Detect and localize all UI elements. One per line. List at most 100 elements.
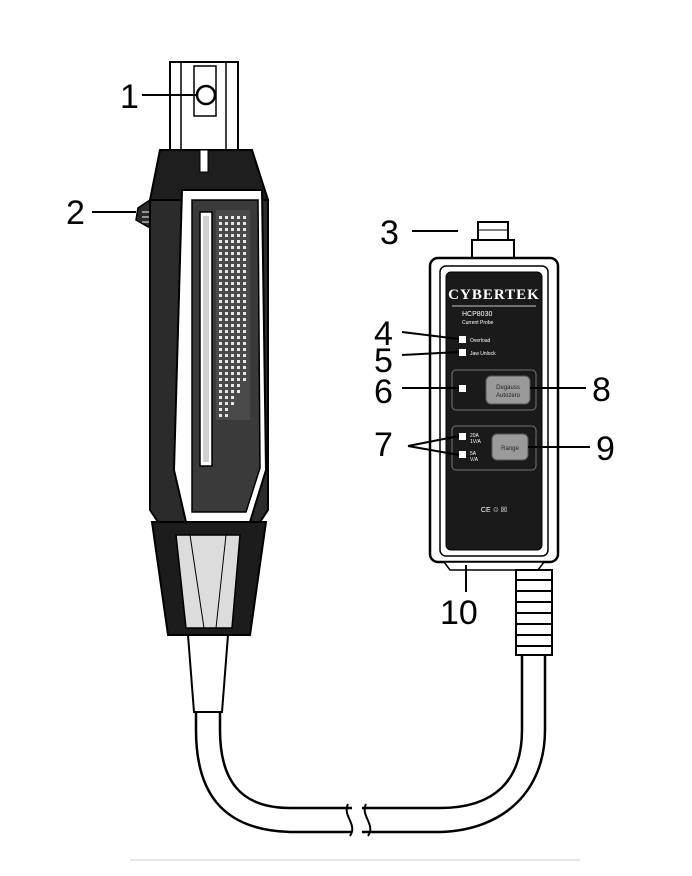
grip-dot (231, 288, 234, 291)
range-20a-label: 20A (470, 433, 480, 439)
grip-dot (243, 270, 246, 273)
grip-dot (231, 258, 234, 261)
grip-dot (243, 294, 246, 297)
grip-dot (237, 312, 240, 315)
grip-dot (237, 330, 240, 333)
grip-dot (243, 228, 246, 231)
grip-texture (219, 216, 246, 417)
grip-dot (225, 342, 228, 345)
grip-dot (237, 240, 240, 243)
grip-dot (231, 324, 234, 327)
grip-dot (237, 300, 240, 303)
grip-dot (225, 396, 228, 399)
grip-dot (231, 282, 234, 285)
callout-9: 9 (596, 430, 615, 468)
grip-dot (243, 276, 246, 279)
grip-dot (231, 390, 234, 393)
grip-dot (219, 402, 222, 405)
grip-dot (225, 318, 228, 321)
grip-dot (219, 240, 222, 243)
grip-dot (237, 348, 240, 351)
grip-dot (219, 342, 222, 345)
grip-dot (219, 312, 222, 315)
grip-dot (225, 252, 228, 255)
overload-led (459, 336, 466, 343)
grip-dot (231, 402, 234, 405)
grip-dot (225, 234, 228, 237)
callout-5: 5 (374, 342, 393, 380)
range-5a-led (459, 451, 466, 458)
grip-dot (237, 216, 240, 219)
grip-dot (243, 360, 246, 363)
grip-dot (231, 372, 234, 375)
grip-dot (225, 336, 228, 339)
grip-dot (231, 384, 234, 387)
degauss-autozero-button[interactable] (485, 375, 531, 405)
grip-dot (219, 294, 222, 297)
grip-dot (243, 312, 246, 315)
control-box (428, 221, 560, 656)
certification-marks: CE ♲ ☒ (481, 506, 507, 514)
jaw-slider (135, 198, 151, 230)
strain-relief-ribs (516, 579, 552, 647)
grip-dot (225, 306, 228, 309)
grip-dot (243, 342, 246, 345)
grip-dot (237, 282, 240, 285)
jaw-hole (195, 84, 217, 106)
grip-dot (219, 276, 222, 279)
grip-dot (225, 246, 228, 249)
grip-dot (219, 246, 222, 249)
grip-dot (219, 318, 222, 321)
grip-dot (225, 282, 228, 285)
grip-dot (231, 240, 234, 243)
probe-head (135, 61, 270, 713)
grip-dot (225, 270, 228, 273)
callout-2: 2 (66, 194, 85, 232)
grip-dot (231, 318, 234, 321)
grip-dot (237, 324, 240, 327)
grip-dot (237, 372, 240, 375)
grip-dot (219, 258, 222, 261)
grip-dot (231, 378, 234, 381)
grip-dot (219, 300, 222, 303)
callout-6: 6 (374, 373, 393, 411)
grip-dot (219, 216, 222, 219)
grip-dot (219, 360, 222, 363)
grip-dot (225, 294, 228, 297)
grip-dot (219, 252, 222, 255)
grip-dot (243, 330, 246, 333)
grip-dot (243, 240, 246, 243)
grip-dot (219, 306, 222, 309)
grip-dot (219, 234, 222, 237)
grip-dot (219, 372, 222, 375)
grip-dot (225, 372, 228, 375)
grip-dot (225, 330, 228, 333)
subtitle-label: Current Probe (462, 320, 494, 326)
grip-dot (219, 366, 222, 369)
grip-dot (231, 330, 234, 333)
callout-3: 3 (380, 214, 399, 252)
autozero-label: Autozero (496, 393, 521, 399)
grip-dot (231, 228, 234, 231)
grip-dot (219, 390, 222, 393)
grip-dot (237, 318, 240, 321)
grip-dot (219, 282, 222, 285)
grip-dot (237, 294, 240, 297)
grip-dot (243, 264, 246, 267)
jaw-unlock-led (459, 349, 466, 356)
grip-dot (243, 300, 246, 303)
grip-dot (225, 240, 228, 243)
grip-dot (237, 378, 240, 381)
grip-dot (219, 396, 222, 399)
grip-dot (231, 342, 234, 345)
grip-dot (219, 336, 222, 339)
grip-dot (219, 384, 222, 387)
grip-dot (219, 270, 222, 273)
grip-dot (237, 276, 240, 279)
grip-dot (237, 366, 240, 369)
degauss-led (459, 385, 466, 392)
grip-dot (237, 384, 240, 387)
grip-dot (225, 276, 228, 279)
range-20a-sub: 1V/A (470, 439, 482, 445)
grip-dot (225, 402, 228, 405)
